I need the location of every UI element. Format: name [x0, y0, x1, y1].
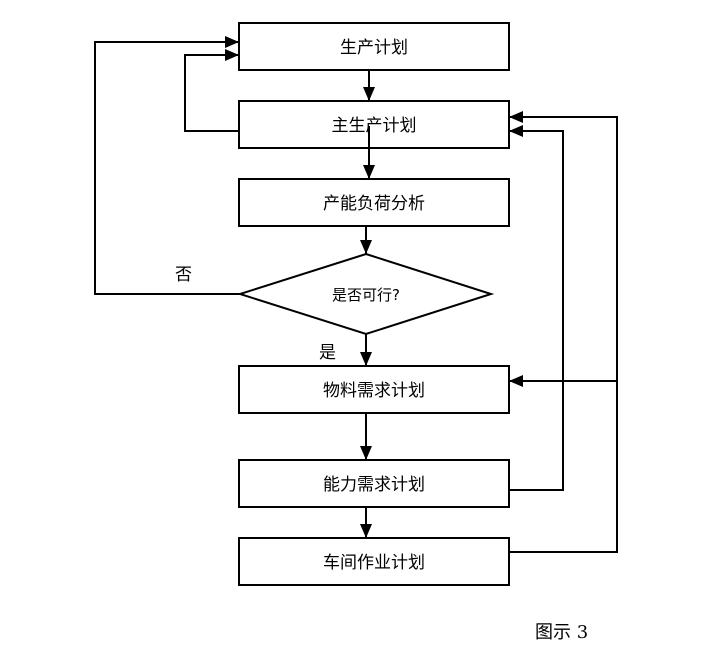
node-label-material-requirements-plan: 物料需求计划: [323, 381, 425, 401]
edge-label-yes: 是: [319, 343, 336, 363]
node-label-production-plan: 生产计划: [340, 38, 408, 58]
node-workshop-operation-plan: [238, 537, 510, 586]
edge-workshop-to-mps: [509, 111, 618, 553]
edge-mps-to-production: [184, 49, 239, 132]
node-label-capacity-load-analysis: 产能负荷分析: [323, 194, 425, 214]
edge-crp-to-mps: [509, 125, 564, 491]
node-production-plan: [238, 22, 510, 71]
edge-label-no: 否: [175, 265, 192, 285]
node-label-feasible-decision: 是否可行?: [332, 286, 400, 304]
node-capacity-requirements-plan: [238, 459, 510, 508]
node-label-workshop-operation-plan: 车间作业计划: [323, 553, 425, 573]
node-master-production-schedule: [238, 100, 510, 149]
node-label-master-production-schedule: 主生产计划: [332, 116, 417, 136]
node-label-capacity-requirements-plan: 能力需求计划: [323, 475, 425, 495]
node-capacity-load-analysis: [238, 178, 510, 227]
figure-caption: 图示 3: [535, 622, 588, 643]
edge-decision-no-to-production: [94, 36, 240, 295]
node-material-requirements-plan: [238, 365, 510, 414]
